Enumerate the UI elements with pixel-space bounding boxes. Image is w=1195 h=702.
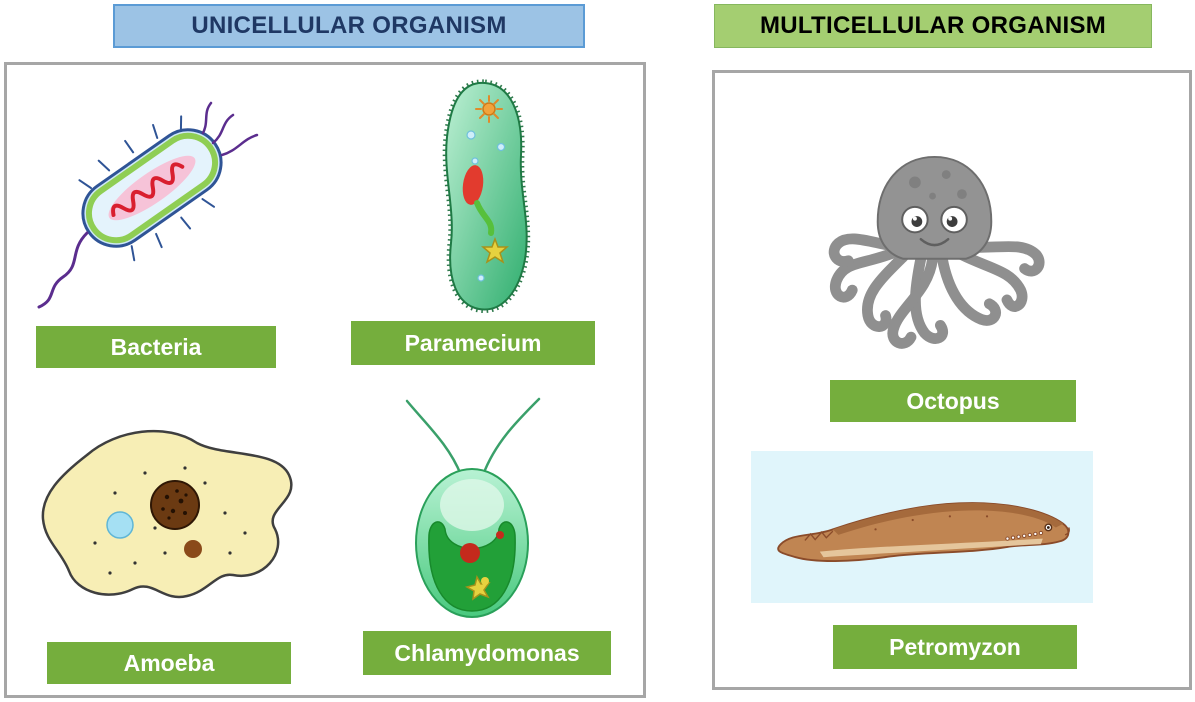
paramecium-illustration bbox=[442, 79, 531, 313]
octopus-label: Octopus bbox=[830, 380, 1076, 422]
petromyzon-illustration bbox=[777, 502, 1070, 562]
multicellular-title: MULTICELLULAR ORGANISM bbox=[759, 12, 1107, 39]
multicellular-panel: Octopus bbox=[712, 70, 1192, 690]
unicellular-header-banner: UNICELLULAR ORGANISM bbox=[113, 4, 585, 48]
petromyzon-label: Petromyzon bbox=[833, 625, 1077, 669]
bacteria-illustration bbox=[37, 101, 259, 309]
chlamydomonas-illustration bbox=[405, 397, 541, 618]
multicellular-header-banner: MULTICELLULAR ORGANISM bbox=[714, 4, 1152, 48]
chlamydomonas-label: Chlamydomonas bbox=[363, 631, 611, 675]
amoeba-illustration bbox=[41, 429, 293, 599]
unicellular-panel: Bacteria bbox=[4, 62, 646, 698]
bacteria-label: Bacteria bbox=[36, 326, 276, 368]
paramecium-label: Paramecium bbox=[351, 321, 595, 365]
unicellular-title: UNICELLULAR ORGANISM bbox=[191, 12, 507, 39]
petromyzon-image-background bbox=[751, 451, 1093, 603]
amoeba-label: Amoeba bbox=[47, 642, 291, 684]
octopus-illustration bbox=[828, 155, 1045, 349]
